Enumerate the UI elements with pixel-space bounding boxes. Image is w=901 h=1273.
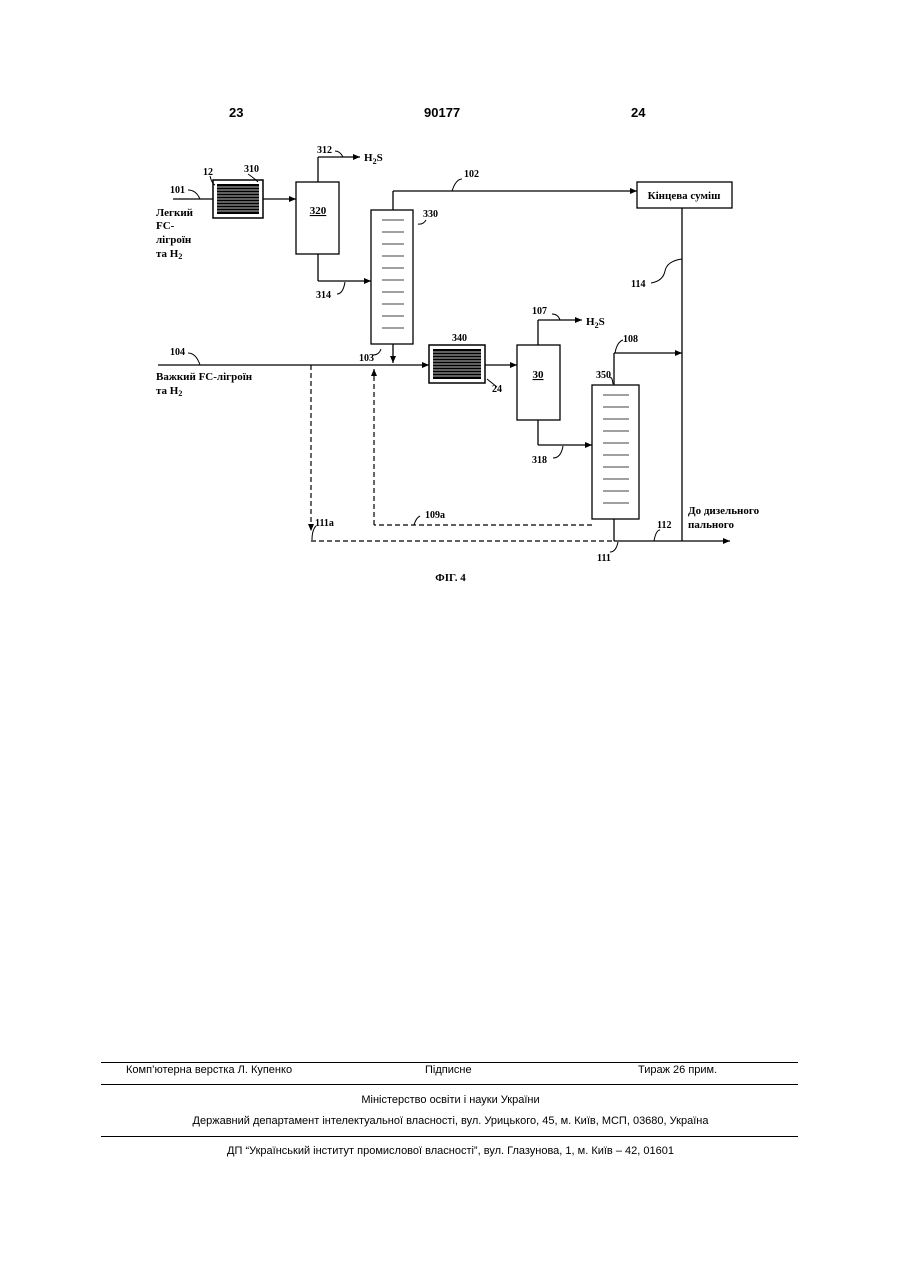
final-blend-label: Кінцева суміш [648,190,721,202]
separator-30-label: 30 [533,369,545,381]
column-350 [592,385,639,519]
recycle-dashed-lines [311,365,614,541]
label-111a: 111a [315,518,334,529]
footer-institute: ДП “Український інститут промислової вла… [0,1145,901,1157]
label-310: 310 [244,164,259,175]
label-104: 104 [170,347,185,358]
reactor-310 [213,180,263,218]
label-350: 350 [596,370,611,381]
label-340: 340 [452,333,467,344]
heavy-feed-label-2: та H2 [156,385,182,398]
light-feed-label-2: FC- [156,220,175,232]
label-107: 107 [532,306,547,317]
footer-rule-middle [101,1084,798,1085]
separator-320 [296,182,339,254]
diesel-output-label-2: пального [688,519,734,531]
figure-caption: ФІГ. 4 [0,572,901,584]
label-111: 111 [597,553,611,564]
light-feed-label-4: та H2 [156,248,182,261]
footer-rule-bottom [101,1136,798,1137]
label-312: 312 [317,145,332,156]
label-103: 103 [359,353,374,364]
light-feed-label-1: Легкий [156,207,194,219]
process-flow-diagram: 320 Кінцева суміш 30 [0,0,901,600]
h2s-output-top: H2S [364,152,383,166]
footer-typesetting: Комп’ютерна верстка Л. Купенко [126,1064,292,1076]
column-330 [371,210,413,344]
footer-circulation: Тираж 26 прим. [638,1064,717,1076]
label-330: 330 [423,209,438,220]
reactor-340 [429,345,485,383]
footer-rule-top [101,1062,798,1063]
label-318: 318 [532,455,547,466]
separator-320-label: 320 [310,205,327,217]
label-108: 108 [623,334,638,345]
footer-signed: Підписне [425,1064,472,1076]
label-109a: 109a [425,510,445,521]
label-12: 12 [203,167,213,178]
h2s-output-mid: H2S [586,316,605,330]
separator-30 [517,345,560,420]
label-114: 114 [631,279,645,290]
label-314: 314 [316,290,331,301]
label-101: 101 [170,185,185,196]
label-24: 24 [492,384,502,395]
footer-department: Державний департамент інтелектуальної вл… [0,1115,901,1127]
label-112: 112 [657,520,671,531]
footer-ministry: Міністерство освіти і науки України [0,1094,901,1106]
label-102: 102 [464,169,479,180]
diesel-output-label-1: До дизельного [688,505,760,517]
heavy-feed-label-1: Важкий FC-лігроїн [156,371,253,383]
light-feed-label-3: лігроїн [156,234,192,246]
